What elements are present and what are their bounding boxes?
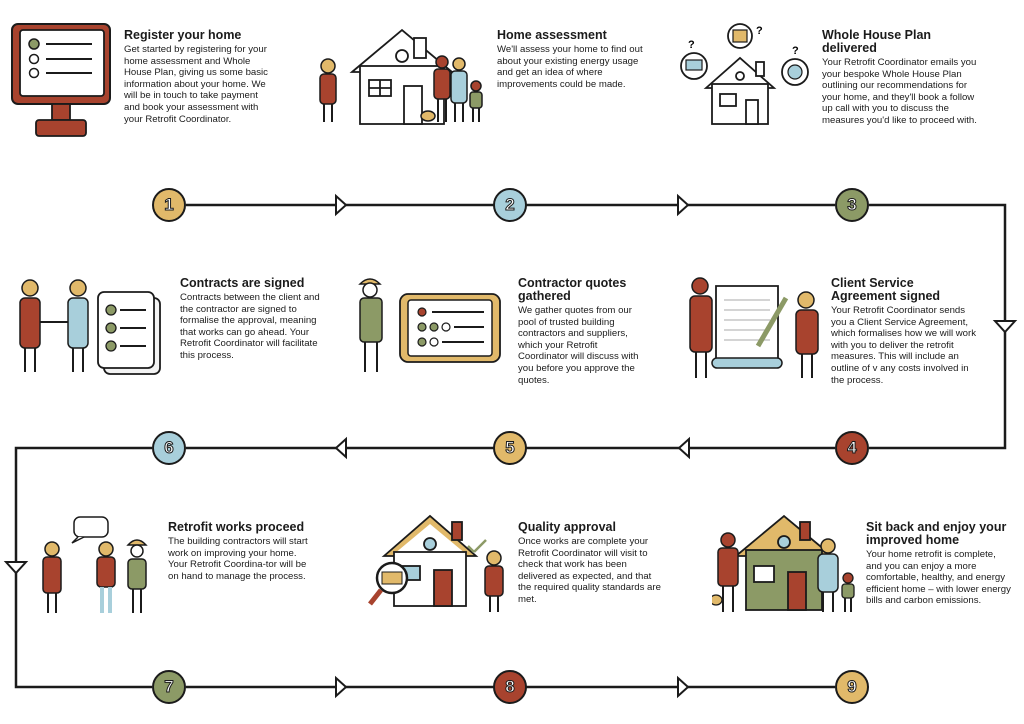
- step-6: Contracts are signed Contracts between t…: [180, 277, 328, 362]
- step-8: Quality approval Once works are complete…: [518, 521, 666, 606]
- improved-home-illustration: [712, 514, 855, 612]
- step-description: We'll assess your home to find out about…: [497, 44, 643, 90]
- step-title: Sit back and enjoy your improved home: [866, 520, 1007, 547]
- family-icon: [420, 55, 483, 122]
- step-title: Home assessment: [497, 28, 607, 42]
- step-number-4: 4: [835, 431, 869, 465]
- arrow-right-icon: [677, 675, 690, 699]
- speech-bubble-icon: [71, 516, 109, 544]
- step-number-7: 7: [152, 670, 186, 704]
- step-4: Client Service Agreement signed Your Ret…: [831, 277, 981, 386]
- family-icon: [712, 532, 855, 612]
- step-2: Home assessment We'll assess your home t…: [497, 29, 647, 90]
- step-5: Contractor quotes gathered We gather quo…: [518, 277, 648, 386]
- step-description: Your home retrofit is complete, and you …: [866, 549, 1011, 607]
- step-title: Whole House Plan delivered: [822, 28, 932, 55]
- step-description: Your Retrofit Coordinator sends you a Cl…: [831, 305, 977, 386]
- contractor-icon: [358, 278, 383, 372]
- step-7: Retrofit works proceed The building cont…: [168, 521, 313, 582]
- whole-house-plan-illustration: ? ? ?: [680, 23, 809, 125]
- arrow-right-icon: [677, 193, 690, 217]
- arrow-right-icon: [335, 193, 348, 217]
- arrow-left-icon: [334, 436, 347, 460]
- client-agreement-illustration: [689, 277, 819, 378]
- person-icon: [689, 277, 713, 378]
- step-number-5: 5: [493, 431, 527, 465]
- magnifying-glass-icon: [368, 561, 409, 606]
- step-description: Get started by registering for your home…: [124, 44, 268, 125]
- document-scroll-icon: [711, 285, 789, 369]
- step-number-1: 1: [152, 188, 186, 222]
- step-description: Contracts between the client and the con…: [180, 292, 320, 361]
- step-title: Contractor quotes gathered: [518, 276, 627, 303]
- svg-text:?: ?: [792, 45, 799, 57]
- step-number-2: 2: [493, 188, 527, 222]
- arrow-right-icon: [335, 675, 348, 699]
- step-number-9: 9: [835, 670, 869, 704]
- step-9: Sit back and enjoy your improved home Yo…: [866, 521, 1014, 607]
- home-assessment-illustration: [319, 28, 483, 125]
- person-icon: [795, 291, 819, 378]
- step-title: Client Service Agreement signed: [831, 276, 941, 303]
- contractor-icon: [126, 539, 148, 613]
- tablet-icon: [399, 293, 501, 363]
- step-number-6: 6: [152, 431, 186, 465]
- step-description: The building contractors will start work…: [168, 536, 308, 582]
- step-description: We gather quotes from our pool of truste…: [518, 305, 639, 386]
- person-icon: [319, 58, 337, 122]
- retrofit-works-illustration: [42, 516, 148, 613]
- step-1: Register your home Get started by regist…: [124, 29, 274, 125]
- arrow-down-icon: [3, 561, 29, 575]
- person-icon: [42, 541, 116, 613]
- checklist-document-icon: [97, 291, 161, 375]
- person-icon: [484, 550, 504, 612]
- step-title: Contracts are signed: [180, 276, 305, 290]
- quality-approval-illustration: [368, 514, 504, 612]
- arrow-left-icon: [677, 436, 690, 460]
- step-title: Quality approval: [518, 520, 616, 534]
- step-3: Whole House Plan delivered Your Retrofit…: [822, 29, 980, 127]
- step-number-8: 8: [493, 670, 527, 704]
- contractor-quotes-illustration: [358, 278, 501, 372]
- step-description: Once works are complete your Retrofit Co…: [518, 536, 661, 605]
- arrow-down-icon: [992, 320, 1018, 334]
- step-number-3: 3: [835, 188, 869, 222]
- step-title: Retrofit works proceed: [168, 520, 305, 534]
- monitor-checklist-icon: [11, 23, 111, 137]
- svg-text:?: ?: [756, 25, 763, 37]
- step-description: Your Retrofit Coordinator emails you you…: [822, 57, 977, 126]
- svg-text:?: ?: [688, 39, 695, 51]
- step-title: Register your home: [124, 28, 242, 42]
- contracts-signed-illustration: [19, 279, 161, 375]
- person-icon: [19, 279, 89, 372]
